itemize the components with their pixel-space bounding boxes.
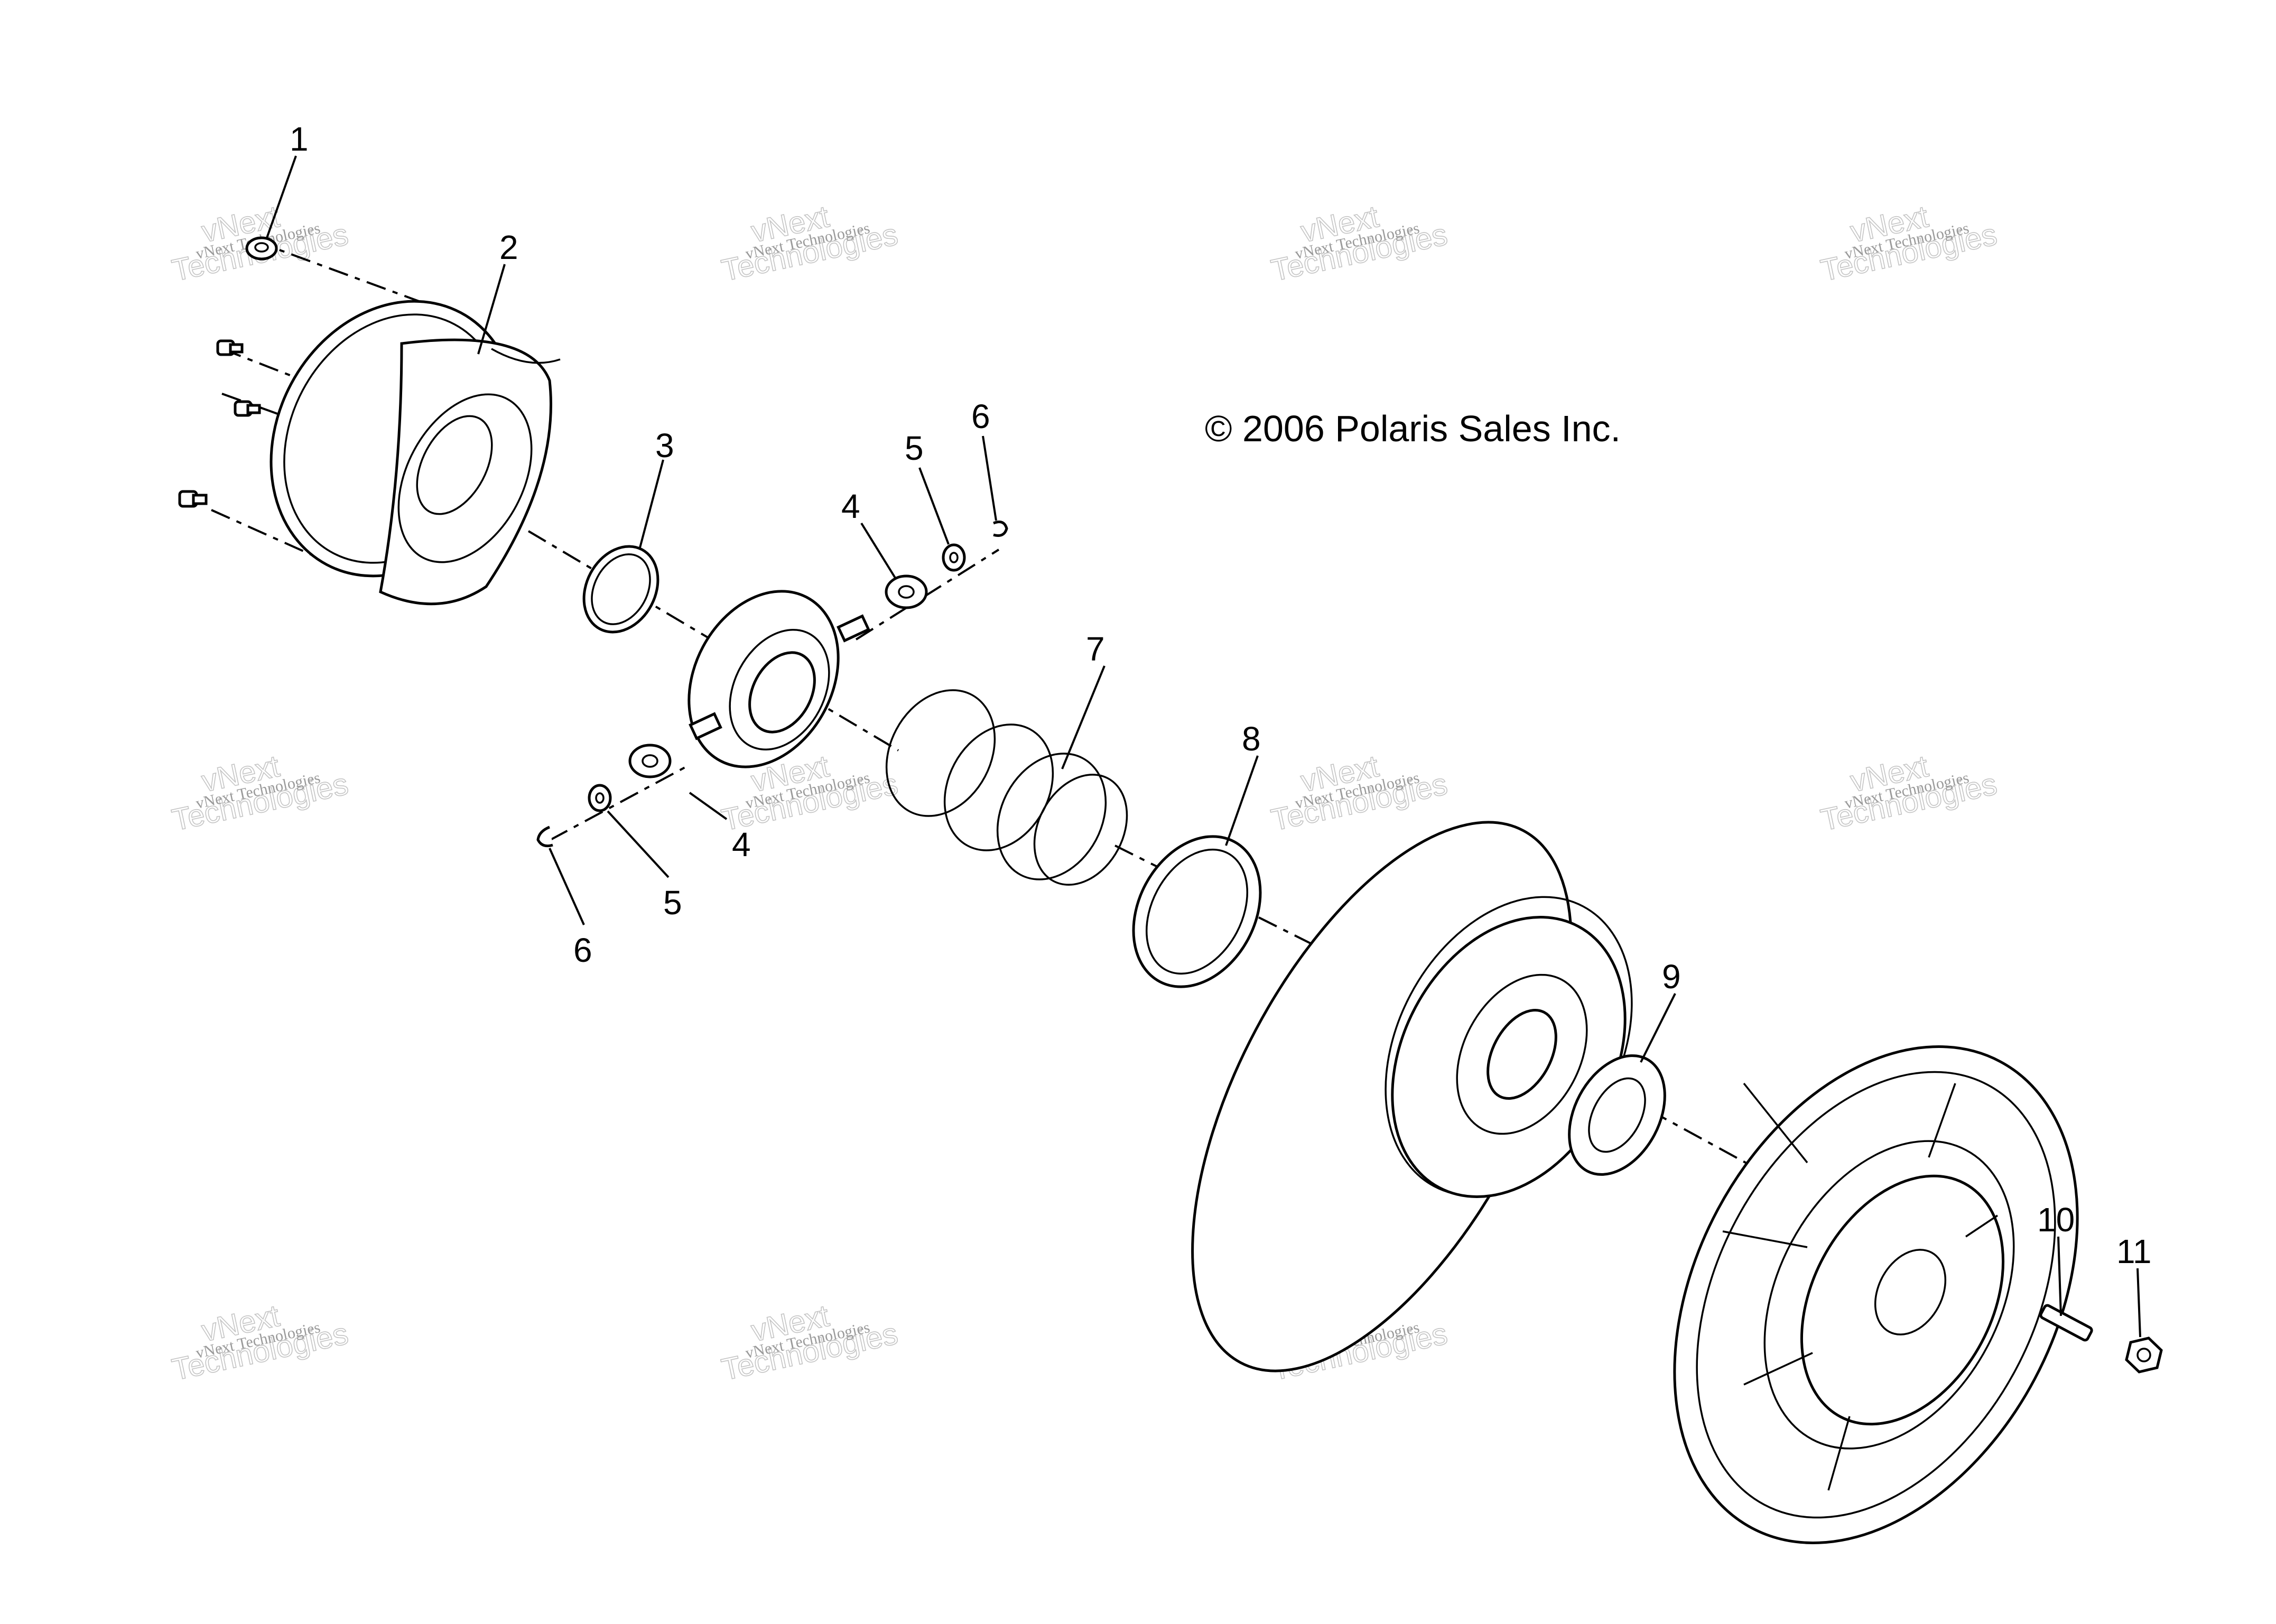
- part-4-roller: [885, 574, 928, 609]
- spider-housing: [688, 590, 870, 768]
- part-9-thrust-washer: [1568, 1054, 1666, 1176]
- callout-4-upper: 4: [841, 487, 860, 525]
- leader-lines: [266, 155, 2141, 1338]
- callout-5-lower: 5: [663, 884, 682, 922]
- callout-8: 8: [1242, 720, 1261, 758]
- movable-sheave: [1191, 821, 1633, 1372]
- fixed-sheave: [1673, 1045, 2079, 1544]
- callout-9: 9: [1662, 958, 1681, 996]
- callout-6-upper: 6: [971, 397, 990, 435]
- callout-6-lower: 6: [573, 931, 592, 969]
- part-6-e-clip: [993, 521, 1008, 537]
- callout-10: 10: [2037, 1201, 2075, 1239]
- callout-7: 7: [1086, 630, 1105, 668]
- part-10-stud: [2039, 1304, 2093, 1342]
- part-11-nut: [2125, 1337, 2163, 1374]
- callout-3: 3: [655, 426, 674, 465]
- copyright-notice: © 2006 Polaris Sales Inc.: [1205, 408, 1621, 449]
- callout-1: 1: [290, 120, 309, 158]
- part-2-cover-housing: [270, 300, 561, 606]
- cover-screw: [216, 339, 244, 356]
- part-1-fastener: [245, 236, 278, 261]
- part-4-roller: [628, 744, 672, 778]
- part-5-washer: [588, 784, 612, 812]
- part-8-ring: [1132, 835, 1262, 988]
- part-3-retaining-ring: [582, 545, 659, 634]
- cover-screw: [234, 400, 261, 417]
- cover-screw: [178, 490, 208, 508]
- callout-5-upper: 5: [905, 429, 924, 467]
- callout-4-lower: 4: [732, 825, 751, 864]
- callout-labels: 1 2 3 4 5 6 4 5 6 7 8 9 10 11: [290, 120, 2151, 1270]
- callout-2: 2: [499, 228, 518, 266]
- part-6-e-clip: [536, 825, 553, 848]
- part-5-washer: [942, 543, 966, 572]
- part-7-spring: [885, 689, 1128, 886]
- callout-11: 11: [2116, 1232, 2151, 1270]
